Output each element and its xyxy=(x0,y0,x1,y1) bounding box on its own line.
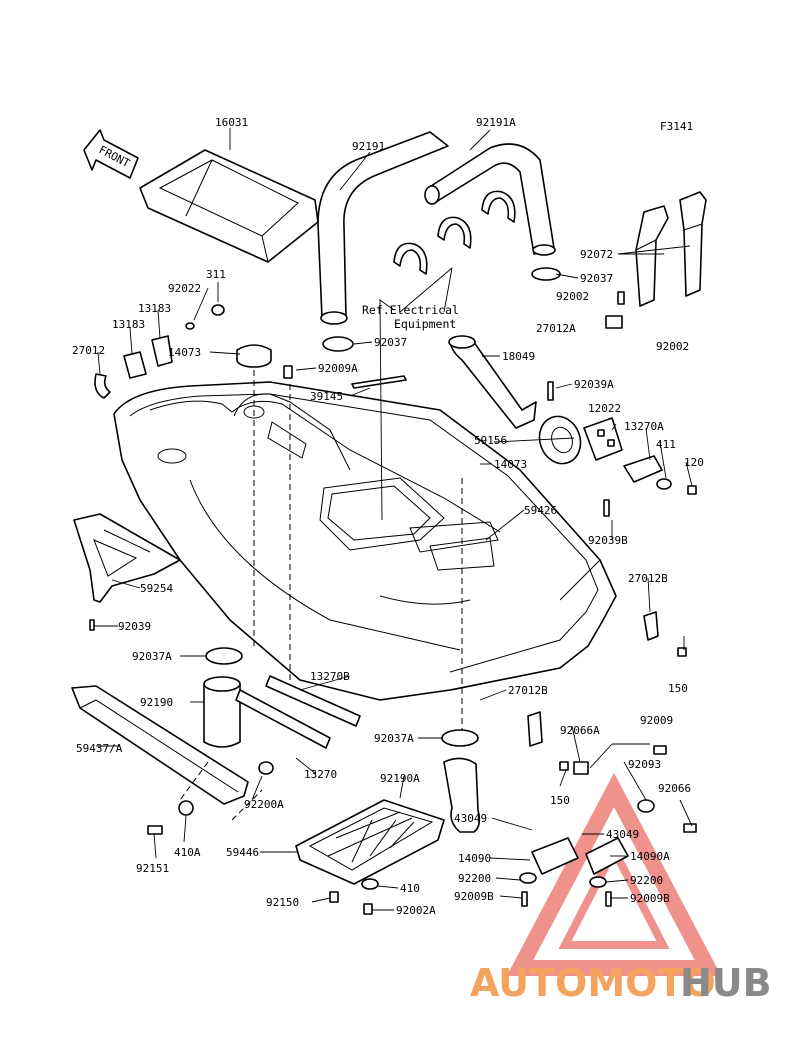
part-label: 13183 xyxy=(112,318,145,331)
hose-clamps-part xyxy=(322,190,561,352)
reference-note-line-1: Ref.Electrical xyxy=(362,303,459,317)
part-label: 14073 xyxy=(494,458,527,471)
figure-code: F3141 xyxy=(660,120,693,133)
part-label: 59426 xyxy=(524,504,557,517)
part-label: 14073 xyxy=(168,346,201,359)
part-label: 150 xyxy=(668,682,688,695)
watermark-text-primary: AUTOMOTO xyxy=(470,961,716,1005)
part-label: 18049 xyxy=(502,350,535,363)
part-label: 92200 xyxy=(630,874,663,887)
strap-brackets-part xyxy=(235,675,361,749)
part-label: 92022 xyxy=(168,282,201,295)
part-label: 43049 xyxy=(454,812,487,825)
part-label: 59437/A xyxy=(76,742,123,755)
part-label: 92009B xyxy=(454,890,494,903)
part-label: 92191 xyxy=(352,140,385,153)
part-label: 14090A xyxy=(630,850,670,863)
part-label: 92037A xyxy=(374,732,414,745)
part-label: 92190A xyxy=(380,772,420,785)
part-label: 92037A xyxy=(132,650,172,663)
part-label: 13270A xyxy=(624,420,664,433)
part-label: 92039A xyxy=(574,378,614,391)
part-label: 92009 xyxy=(640,714,673,727)
part-label: 27012 xyxy=(72,344,105,357)
front-arrow-icon: FRONT xyxy=(83,129,139,179)
part-label: 92093 xyxy=(628,758,661,771)
small-fasteners-part xyxy=(519,611,697,907)
part-label: 16031 xyxy=(215,116,248,129)
part-label: 120 xyxy=(684,456,704,469)
alignment-lines xyxy=(179,370,463,821)
part-label: 92039B xyxy=(588,534,628,547)
part-label: 92150 xyxy=(266,896,299,909)
part-label: 92151 xyxy=(136,862,169,875)
part-label: 92039 xyxy=(118,620,151,633)
part-label: 150 xyxy=(550,794,570,807)
part-label: 92009A xyxy=(318,362,358,375)
part-label: 13270 xyxy=(304,768,337,781)
side-plate-part xyxy=(71,685,274,835)
part-label: 27012B xyxy=(508,684,548,697)
part-label: 92002 xyxy=(556,290,589,303)
watermark-logo: AUTOMOTO HUB xyxy=(470,961,772,1005)
part-label: 92066A xyxy=(560,724,600,737)
part-label: 92037 xyxy=(580,272,613,285)
part-label: 13183 xyxy=(138,302,171,315)
vent-cover-part xyxy=(538,381,697,517)
seat-bracket-part xyxy=(73,513,181,603)
part-label: 92191A xyxy=(476,116,516,129)
part-label: 59254 xyxy=(140,582,173,595)
seal-strip-part xyxy=(351,375,407,389)
part-label: 92037 xyxy=(374,336,407,349)
hose-pipes-part xyxy=(317,131,556,325)
retainer-straps-part xyxy=(605,191,707,329)
part-label: 92066 xyxy=(658,782,691,795)
part-label: 92009B xyxy=(630,892,670,905)
part-label: 411 xyxy=(656,438,676,451)
storage-tray-part xyxy=(139,149,319,263)
part-label: 43049 xyxy=(606,828,639,841)
part-labels: 16031 92191 92191A 92072 92037 92002 270… xyxy=(72,116,704,917)
part-label: 59446 xyxy=(226,846,259,859)
exhaust-pipe-part xyxy=(203,647,481,833)
part-label: 410A xyxy=(174,846,201,859)
part-label: 39145 xyxy=(310,390,343,403)
part-label: 410 xyxy=(400,882,420,895)
part-label: 27012A xyxy=(536,322,576,335)
part-label: 59156 xyxy=(474,434,507,447)
reference-note-line-2: Equipment xyxy=(394,317,456,331)
hull-deck-part xyxy=(113,381,617,701)
reference-note: Ref.Electrical Equipment xyxy=(362,303,459,331)
watermark-text-secondary: HUB xyxy=(680,961,772,1005)
part-label: 12022 xyxy=(588,402,621,415)
part-label: 92200A xyxy=(244,798,284,811)
part-label: 92072 xyxy=(580,248,613,261)
watermark-logo-triangle xyxy=(506,772,722,976)
upper-left-fasteners-part xyxy=(89,304,293,631)
part-label: 92190 xyxy=(140,696,173,709)
part-label: 92200 xyxy=(458,872,491,885)
air-duct-part xyxy=(448,335,537,429)
part-label: 14090 xyxy=(458,852,491,865)
part-label: 311 xyxy=(206,268,226,281)
intake-grate-part xyxy=(295,799,445,915)
part-label: 27012B xyxy=(628,572,668,585)
part-label: 13270B xyxy=(310,670,350,683)
part-label: 92002A xyxy=(396,904,436,917)
part-label: 92002 xyxy=(656,340,689,353)
leader-lines xyxy=(94,128,693,911)
